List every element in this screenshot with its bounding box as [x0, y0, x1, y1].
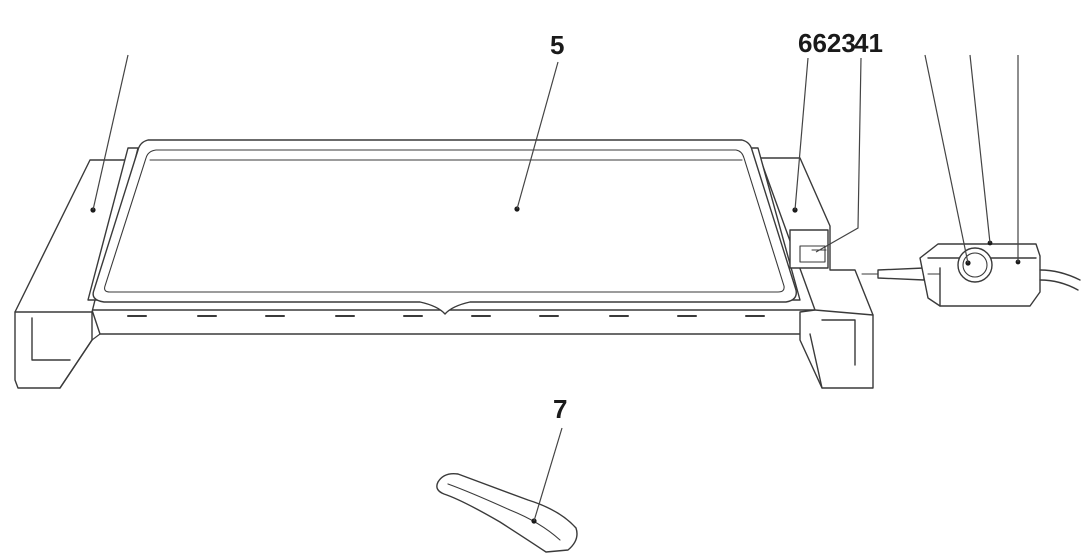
- thermostat-control: [861, 240, 1081, 307]
- spatula: [436, 472, 578, 553]
- callout-7: 7: [553, 394, 567, 424]
- callout-5: 5: [550, 30, 564, 60]
- callout-41: 41: [854, 28, 883, 58]
- leader-lines: [92, 54, 1019, 522]
- griddle-plate: [87, 139, 801, 315]
- callout-6623: 6623: [798, 28, 856, 58]
- griddle-base: [14, 157, 874, 389]
- power-socket: [789, 229, 829, 269]
